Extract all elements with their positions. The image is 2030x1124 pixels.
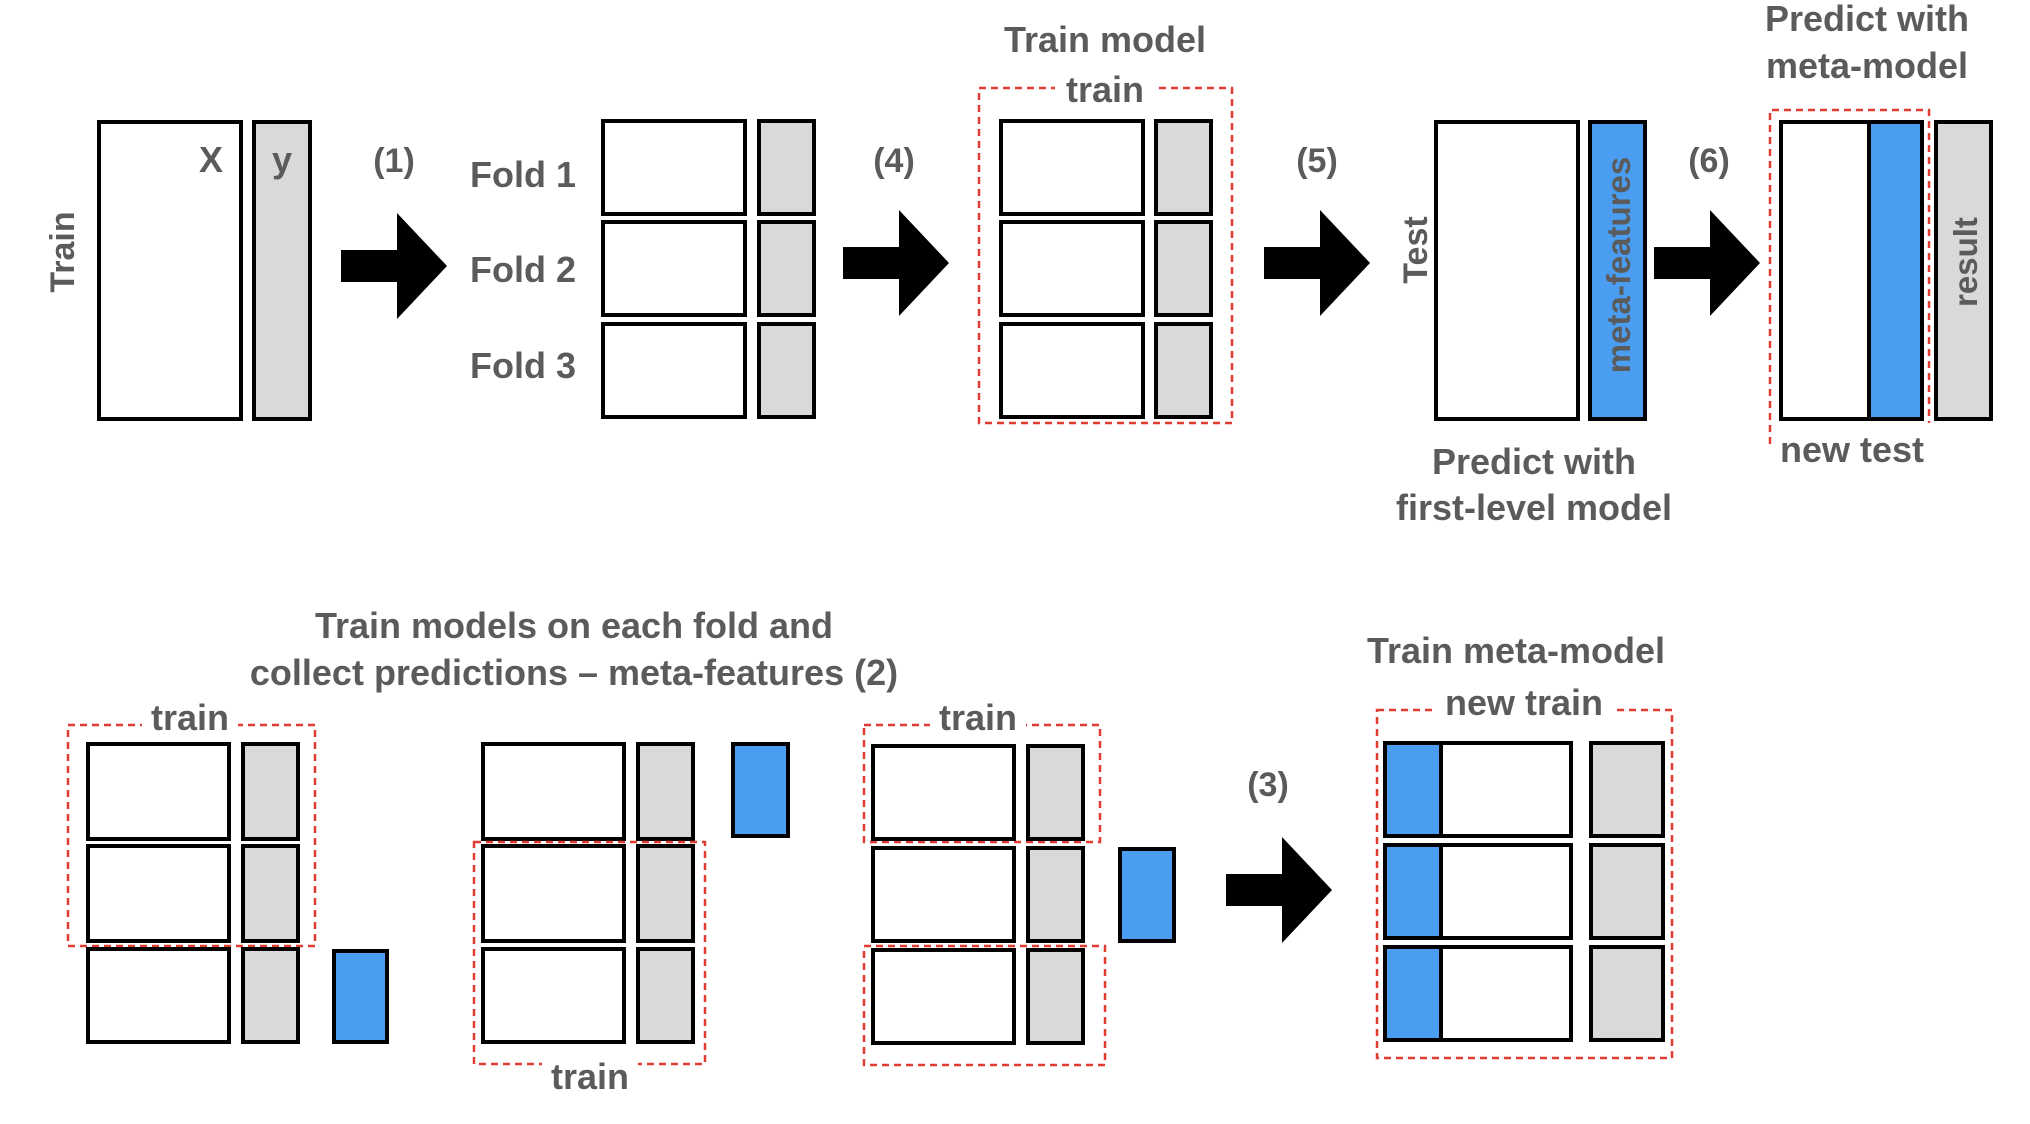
step-1-label: (1): [373, 142, 415, 180]
test-block: Test meta-features Predict with first-le…: [1396, 120, 1672, 528]
train-model-sub-label: train: [1066, 69, 1144, 110]
fold-model-b-prediction: [731, 742, 790, 838]
fold-model-c-row-3-x: [871, 948, 1016, 1045]
predict-first-level-line-2: first-level model: [1396, 487, 1672, 528]
fold-2-y: [757, 220, 816, 317]
new-test-selection: [1768, 108, 1931, 444]
fold-model-a: train: [66, 697, 389, 1044]
train-model-title: Train model: [1004, 19, 1206, 60]
train-model-fold-1-y: [1154, 119, 1213, 216]
fold-model-c: train: [862, 697, 1176, 1067]
step-6-label: (6): [1688, 142, 1730, 180]
arrow-step-5-icon: [1264, 210, 1370, 316]
new-test-label: new test: [1780, 429, 1924, 470]
test-side-label: Test: [1397, 216, 1435, 283]
new-train-row-2-meta: [1383, 843, 1443, 940]
fold-model-a-row-3-x: [86, 947, 231, 1044]
fold-model-a-label-gap: [142, 715, 238, 735]
result-column: [1934, 120, 1993, 421]
fold-model-b: train: [472, 742, 790, 1097]
meta-model-title: Train meta-model: [1367, 630, 1665, 671]
new-train-label-gap: [1432, 700, 1617, 720]
fold-3-y: [757, 322, 816, 419]
fold-model-b-label-gap: [542, 1054, 638, 1074]
fold-model-a-row-3-y: [241, 947, 300, 1044]
fold-model-b-row-2-x: [481, 844, 626, 943]
fold-model-b-train-label: train: [551, 1056, 629, 1097]
fold-model-b-row-2-y: [636, 844, 695, 943]
new-train-label: new train: [1445, 682, 1603, 723]
arrow-step-4-icon: [843, 210, 949, 316]
fold-1-x: [601, 119, 747, 216]
new-train-row-3-y: [1589, 945, 1665, 1042]
predict-meta-line-2: meta-model: [1766, 45, 1968, 86]
fold-model-c-label-gap: [930, 715, 1026, 735]
step-3-label: (3): [1247, 766, 1289, 804]
train-model-fold-2-y: [1154, 220, 1213, 317]
fold-model-c-train-label: train: [939, 697, 1017, 738]
fold-model-b-row-3-x: [481, 947, 626, 1044]
train-model-label-gap: [1055, 80, 1155, 100]
bottom-caption-line-1: Train models on each fold and: [315, 605, 833, 646]
train-y-label: y: [272, 139, 292, 180]
fold-1-y: [757, 119, 816, 216]
fold-model-a-train-label: train: [151, 697, 229, 738]
meta-features-label: meta-features: [1600, 157, 1637, 373]
fold-model-a-row-2-y: [241, 844, 300, 943]
train-model-fold-3-y: [1154, 322, 1213, 419]
meta-train-block: Train meta-model new train: [1367, 630, 1674, 1060]
fold-1-label: Fold 1: [470, 154, 576, 195]
fold-model-c-selection-top: [862, 723, 1102, 844]
new-train-row-1-meta: [1383, 741, 1443, 838]
fold-split: Fold 1 Fold 2 Fold 3: [470, 119, 816, 419]
predict-meta-line-1: Predict with: [1765, 0, 1969, 39]
fold-model-c-selection-bottom: [862, 944, 1107, 1067]
new-test-meta-column: [1867, 120, 1924, 421]
test-meta-features: [1588, 120, 1647, 421]
fold-model-a-row-1-x: [86, 742, 231, 841]
train-side-label: Train: [44, 211, 82, 292]
fold-model-a-row-2-x: [86, 844, 231, 943]
train-model-fold-1-x: [999, 119, 1145, 216]
fold-model-c-row-1-x: [871, 744, 1016, 841]
bottom-caption-line-2: collect predictions – meta-features (2): [250, 652, 898, 693]
fold-model-a-prediction: [332, 949, 389, 1044]
test-x-matrix: [1434, 120, 1580, 421]
fold-model-b-row-1-y: [636, 742, 695, 841]
new-train-row-2-y: [1589, 843, 1665, 940]
arrow-step-6-icon: [1654, 210, 1760, 316]
fold-model-b-row-3-y: [636, 947, 695, 1044]
train-y-column: [252, 120, 312, 421]
fold-model-c-row-1-y: [1026, 744, 1085, 841]
train-model-block: Train model train: [977, 19, 1234, 425]
train-model-fold-3-x: [999, 322, 1145, 419]
result-label: result: [1947, 217, 1984, 307]
fold-model-c-prediction: [1118, 847, 1176, 943]
new-train-row-1-y: [1589, 741, 1665, 838]
fold-2-label: Fold 2: [470, 249, 576, 290]
fold-3-label: Fold 3: [470, 345, 576, 386]
fold-3-x: [601, 322, 747, 419]
step-5-label: (5): [1296, 142, 1338, 180]
meta-predict-block: Predict with meta-model result new test: [1765, 0, 1993, 470]
train-x-matrix: [97, 120, 243, 421]
train-x-label: X: [199, 139, 223, 180]
arrow-step-1-icon: [341, 213, 447, 319]
fold-model-c-row-2-y: [1026, 846, 1085, 943]
arrow-step-3-icon: [1226, 837, 1332, 943]
step-4-label: (4): [873, 142, 915, 180]
train-model-fold-2-x: [999, 220, 1145, 317]
fold-model-c-row-2-x: [871, 846, 1016, 943]
new-train-row-3-meta: [1383, 945, 1443, 1042]
fold-model-c-row-3-y: [1026, 948, 1085, 1045]
new-test-x-matrix: [1779, 120, 1871, 421]
fold-model-b-row-1-x: [481, 742, 626, 841]
predict-first-level-line-1: Predict with: [1432, 441, 1636, 482]
fold-2-x: [601, 220, 747, 317]
fold-model-a-row-1-y: [241, 742, 300, 841]
train-dataset: X y Train: [44, 120, 312, 421]
